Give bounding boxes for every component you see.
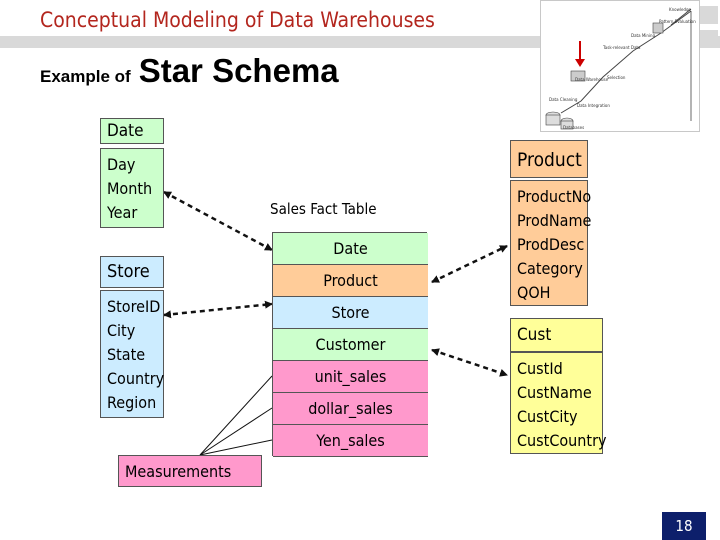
product-dimension-attributes: ProductNo ProdName ProdDesc Category QOH xyxy=(510,180,592,309)
slide-title: Conceptual Modeling of Data Warehouses xyxy=(40,8,435,32)
cust-dimension-attributes: CustId CustName CustCity CustCountry xyxy=(510,352,607,457)
store-attr-storeid: StoreID xyxy=(107,297,161,316)
store-dimension-title: Store xyxy=(107,261,150,282)
fact-row-label: dollar_sales xyxy=(308,399,393,418)
cust-attr-list: CustId CustName CustCity CustCountry xyxy=(511,353,607,457)
measurement-pointer xyxy=(199,375,273,456)
fact-row-date: Date xyxy=(273,233,428,265)
cust-attr-custcountry: CustCountry xyxy=(517,431,607,450)
product-attr-prodname: ProdName xyxy=(517,211,592,230)
decor-square xyxy=(700,30,718,44)
fact-row-label: unit_sales xyxy=(314,367,387,386)
fact-row-label: Yen_sales xyxy=(316,431,385,450)
fact-row-product: Product xyxy=(273,265,428,297)
date-dimension-attributes: Day Month Year xyxy=(100,148,164,228)
kdd-figure-graphics xyxy=(545,8,692,130)
product-attr-qoh: QOH xyxy=(517,283,551,302)
cust-link xyxy=(431,348,508,377)
fact-row-label: Date xyxy=(333,239,368,258)
store-attr-country: Country xyxy=(107,369,165,388)
fact-row-label: Product xyxy=(323,271,378,290)
store-attr-state: State xyxy=(107,345,146,364)
store-link xyxy=(163,300,273,319)
product-attr-proddesc: ProdDesc xyxy=(517,235,585,254)
date-attr-year: Year xyxy=(107,203,138,222)
fact-table-caption: Sales Fact Table xyxy=(270,200,377,218)
product-dimension-header: Product xyxy=(510,140,588,178)
cust-dimension-header: Cust xyxy=(510,318,603,352)
date-attr-month: Month xyxy=(107,179,153,198)
fact-row-yen-sales: Yen_sales xyxy=(273,425,428,457)
product-dimension-title: Product xyxy=(517,149,582,171)
fact-row-dollar-sales: dollar_sales xyxy=(273,393,428,425)
fact-row-label: Store xyxy=(331,303,370,322)
measurement-pointer xyxy=(199,439,273,456)
kdd-label: Pattern Evaluation xyxy=(659,19,696,24)
fact-row-customer: Customer xyxy=(273,329,428,361)
cust-attr-custcity: CustCity xyxy=(517,407,578,426)
kdd-label: Databases xyxy=(563,125,585,130)
date-link xyxy=(163,190,273,252)
date-dimension-header: Date xyxy=(100,118,164,144)
date-attr-list: Day Month Year xyxy=(101,149,163,229)
store-attr-city: City xyxy=(107,321,136,340)
page-number: 18 xyxy=(662,512,706,540)
cust-dimension-title: Cust xyxy=(517,325,552,345)
product-attr-category: Category xyxy=(517,259,583,278)
fact-row-label: Customer xyxy=(315,335,386,354)
subtitle-lead: Example of xyxy=(40,67,131,86)
sales-fact-table: Date Product Store Customer unit_sales d… xyxy=(272,232,428,457)
store-dimension-header: Store xyxy=(100,256,164,288)
measurement-pointer xyxy=(199,407,273,456)
date-attr-day: Day xyxy=(107,155,136,174)
store-dimension-attributes: StoreID City State Country Region xyxy=(100,290,164,418)
kdd-label: Data Mining xyxy=(631,33,656,38)
cust-attr-custid: CustId xyxy=(517,359,563,378)
product-attr-productno: ProductNo xyxy=(517,187,592,206)
date-dimension-title: Date xyxy=(107,121,144,141)
kdd-label: Data Cleaning xyxy=(549,97,578,102)
slide-subtitle: Example of Star Schema xyxy=(40,52,339,90)
product-link xyxy=(431,244,508,284)
decor-square xyxy=(700,6,718,24)
kdd-process-figure: Knowledge Pattern Evaluation Data Mining… xyxy=(540,0,700,132)
fact-row-store: Store xyxy=(273,297,428,329)
kdd-label: Data Integration xyxy=(577,103,610,108)
cust-attr-custname: CustName xyxy=(517,383,592,402)
kdd-label: Task-relevant Data xyxy=(603,45,641,50)
subtitle-star-schema: Star Schema xyxy=(138,52,339,89)
kdd-label: Knowledge xyxy=(669,7,691,12)
kdd-label: Selection xyxy=(607,75,626,80)
measurements-label: Measurements xyxy=(118,455,262,487)
measurements-text: Measurements xyxy=(125,461,232,481)
product-attr-list: ProductNo ProdName ProdDesc Category QOH xyxy=(511,181,592,309)
fact-row-unit-sales: unit_sales xyxy=(273,361,428,393)
store-attr-region: Region xyxy=(107,393,157,412)
kdd-label: Data Warehouse xyxy=(575,77,609,82)
store-attr-list: StoreID City State Country Region xyxy=(101,291,165,419)
